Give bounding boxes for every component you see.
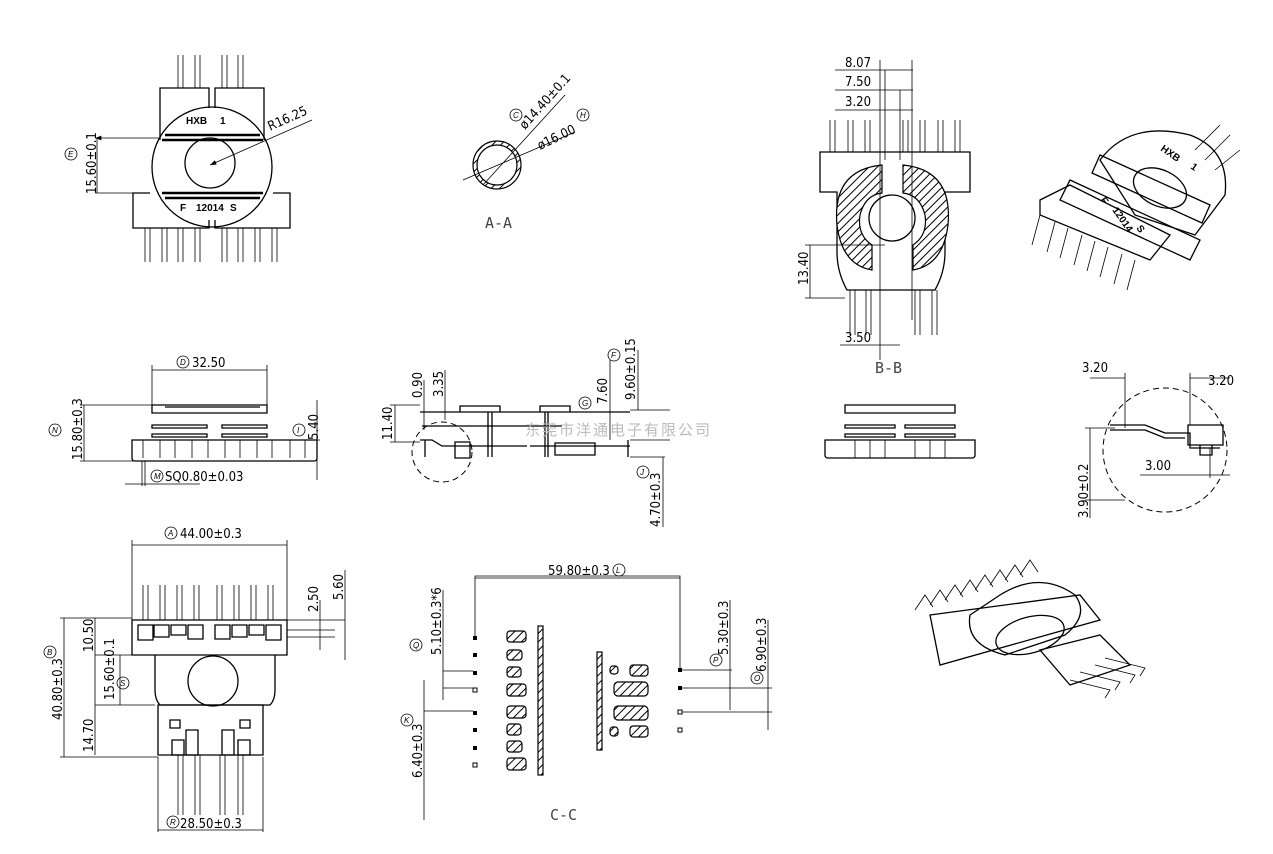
dim-height: 15.60±0.1	[85, 132, 100, 194]
tag-l: L	[616, 566, 620, 575]
dim-cc-gap-left: 6.40±0.3	[411, 724, 426, 778]
dim-bottom-3: 14.70	[82, 719, 97, 752]
dim-detail-1: 3.20	[1082, 361, 1108, 376]
tag-s: S	[120, 679, 126, 688]
tag-o: O	[754, 674, 760, 683]
tag-p: P	[713, 656, 719, 665]
dim-base: 5.40	[307, 414, 322, 440]
dim-side-6: 4.70±0.3	[649, 473, 664, 527]
dim-cc-pitch-right: 5.30±0.3	[717, 601, 732, 655]
iso-marking-1: 1	[1188, 161, 1199, 173]
dim-bottom-1: 10.50	[82, 619, 97, 652]
dim-front-width: 32.50	[192, 356, 225, 371]
top-pins	[144, 55, 278, 262]
side-view: 11.40 0.90 3.35 7.60 G 9.60±0.15 F 4.70±…	[381, 338, 712, 527]
tag-r: R	[170, 818, 176, 827]
dim-bottom-height: 40.80±0.3	[51, 658, 66, 720]
dim-outer-dia: ø16.00	[535, 122, 578, 153]
hatched-sections	[506, 625, 649, 776]
dim-detail-2: 3.20	[1208, 374, 1234, 389]
section-label-cc: C-C	[550, 806, 577, 824]
dim-bb-2: 7.50	[845, 75, 871, 90]
iso-marking-f: F	[1098, 195, 1111, 206]
pin-holes	[472, 636, 683, 768]
dim-bottom-2: 15.60±0.1	[103, 638, 118, 700]
iso-marking-hxb: HXB	[1158, 143, 1182, 164]
section-bb: 8.07 7.50 3.20 13.40 3.50 B-B	[797, 56, 971, 377]
watermark: 东莞市洋通电子有限公司	[525, 421, 712, 439]
marking-f: F	[180, 203, 186, 214]
tag-d: D	[180, 358, 186, 367]
isometric-view-top: HXB 1 F 12014 S	[1031, 124, 1241, 291]
top-view: HXB 1 F 12014 S R16.25 15.60±0.1 E	[64, 55, 313, 262]
tag-c: C	[513, 111, 519, 120]
dim-bottom-width: 44.00±0.3	[180, 527, 242, 542]
dim-cc-span: 59.80±0.3	[548, 564, 610, 579]
dim-radius: R16.25	[266, 104, 310, 135]
tag-j: J	[639, 468, 645, 477]
tag-m: M	[154, 472, 161, 481]
bottom-view: A 44.00±0.3 40.80±0.3 B 10.50 15.60±0.1 …	[43, 526, 347, 832]
tag-n: N	[52, 426, 58, 435]
tag-h: H	[580, 111, 586, 120]
tag-a: A	[167, 529, 173, 538]
marking-12014: 12014	[196, 203, 224, 214]
marking-1: 1	[220, 116, 226, 127]
marking-hxb: HXB	[186, 116, 207, 127]
dim-detail-3: 3.00	[1145, 459, 1171, 474]
dim-side-2: 0.90	[411, 372, 426, 398]
dim-front-height: 15.80±0.3	[71, 398, 86, 460]
dim-cc-pitch: 5.10±0.3*6	[430, 587, 445, 655]
section-aa: ø14.40±0.1 ø16.00 C H A-A	[462, 71, 590, 232]
tag-i: I	[297, 426, 300, 435]
dim-bottom-4: 2.50	[307, 586, 322, 612]
dim-side-5: 9.60±0.15	[624, 338, 639, 400]
dim-bottom-base: 28.50±0.3	[180, 817, 242, 832]
tag-k: K	[404, 716, 410, 725]
dim-bb-5: 3.50	[845, 331, 871, 346]
dim-detail-4: 3.90±0.2	[1077, 464, 1092, 518]
dim-bb-4: 13.40	[797, 252, 812, 285]
dim-pin-size: SQ0.80±0.03	[165, 470, 244, 485]
detail-circle-marker	[411, 421, 473, 483]
dim-cc-gap-right: 6.90±0.3	[755, 618, 770, 672]
bobbin-flange	[151, 106, 273, 228]
dim-inner-dia: ø14.40±0.1	[517, 71, 574, 132]
isometric-view-bottom	[914, 559, 1146, 699]
iso-marking-s: S	[1134, 223, 1147, 235]
tag-b: B	[47, 648, 53, 657]
section-label-bb: B-B	[875, 359, 902, 377]
dim-side-1: 11.40	[381, 407, 396, 440]
dim-bb-3: 3.20	[845, 95, 871, 110]
front-view-right	[824, 404, 976, 459]
tag-q: Q	[413, 641, 419, 650]
section-cc: 59.80±0.3 L 5.10±0.3*6 Q 6.40±0.3 K 5.30…	[400, 563, 772, 824]
dim-side-3: 3.35	[432, 371, 447, 397]
section-label-aa: A-A	[485, 214, 512, 232]
detail-view: 3.20 3.20 3.00 3.90±0.2	[1077, 361, 1234, 518]
tag-e: E	[68, 150, 74, 159]
marking-s: S	[230, 203, 237, 214]
front-view: D 32.50 15.80±0.3 N 5.40 I M SQ0.80±0.03	[48, 355, 322, 486]
center-hole	[184, 137, 236, 189]
dim-side-4: 7.60	[596, 378, 611, 404]
tag-f: F	[611, 351, 617, 360]
dim-bottom-5: 5.60	[332, 574, 347, 600]
dim-bb-1: 8.07	[845, 56, 871, 71]
tag-g: G	[582, 399, 588, 408]
